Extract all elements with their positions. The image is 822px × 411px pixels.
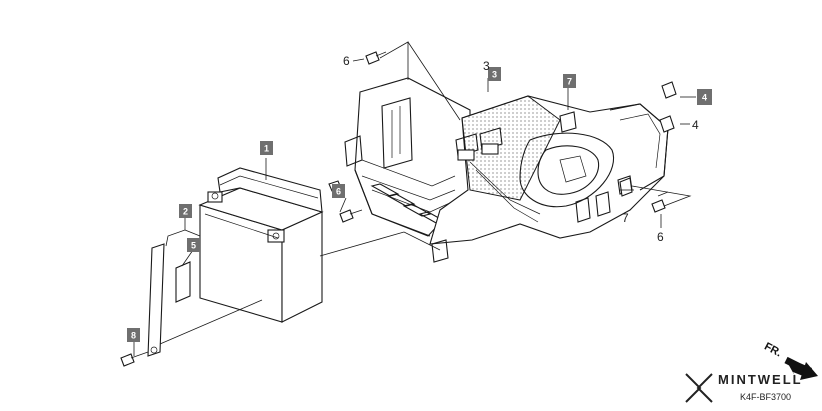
callout-3-box: 3 [488,67,501,81]
svg-text:8: 8 [131,331,136,341]
callout-8: 8 [127,328,140,342]
diagram-code: K4F-BF3700 [740,392,792,402]
front-arrow-icon [784,356,818,380]
callout-7-box: 7 [563,74,576,88]
clip-7 [619,177,633,197]
battery-box [344,77,471,237]
component-holder [403,95,669,263]
callout-2: 2 [179,204,192,218]
svg-text:1: 1 [264,144,269,154]
callout-6-box: 6 [332,184,345,198]
callout-3: 3 [483,59,490,73]
battery [198,167,324,323]
bolt-8 [120,351,149,367]
bolt-6-top [365,51,387,65]
svg-text:4: 4 [702,93,707,103]
callout-6-top: 6 [343,54,350,68]
bolt-6-right [651,191,669,213]
callout-7: 7 [622,211,629,225]
callout-6-right: 6 [657,230,664,244]
callout-5: 5 [187,238,200,252]
clip-4-lower [659,115,675,133]
bolt-6-mid [339,209,363,223]
svg-text:2: 2 [183,207,188,217]
svg-text:3: 3 [492,70,497,80]
svg-text:7: 7 [567,77,572,87]
callout-1: 1 [260,141,273,155]
brand-watermark: MINTWELL [718,372,803,387]
svg-text:6: 6 [336,187,341,197]
callout-4-box: 4 [697,89,712,105]
battery-band [147,243,191,357]
callout-4-lower: 4 [692,118,699,132]
clip-4-upper [661,81,677,99]
mintwell-logo-icon [685,373,713,403]
svg-text:5: 5 [191,241,196,251]
